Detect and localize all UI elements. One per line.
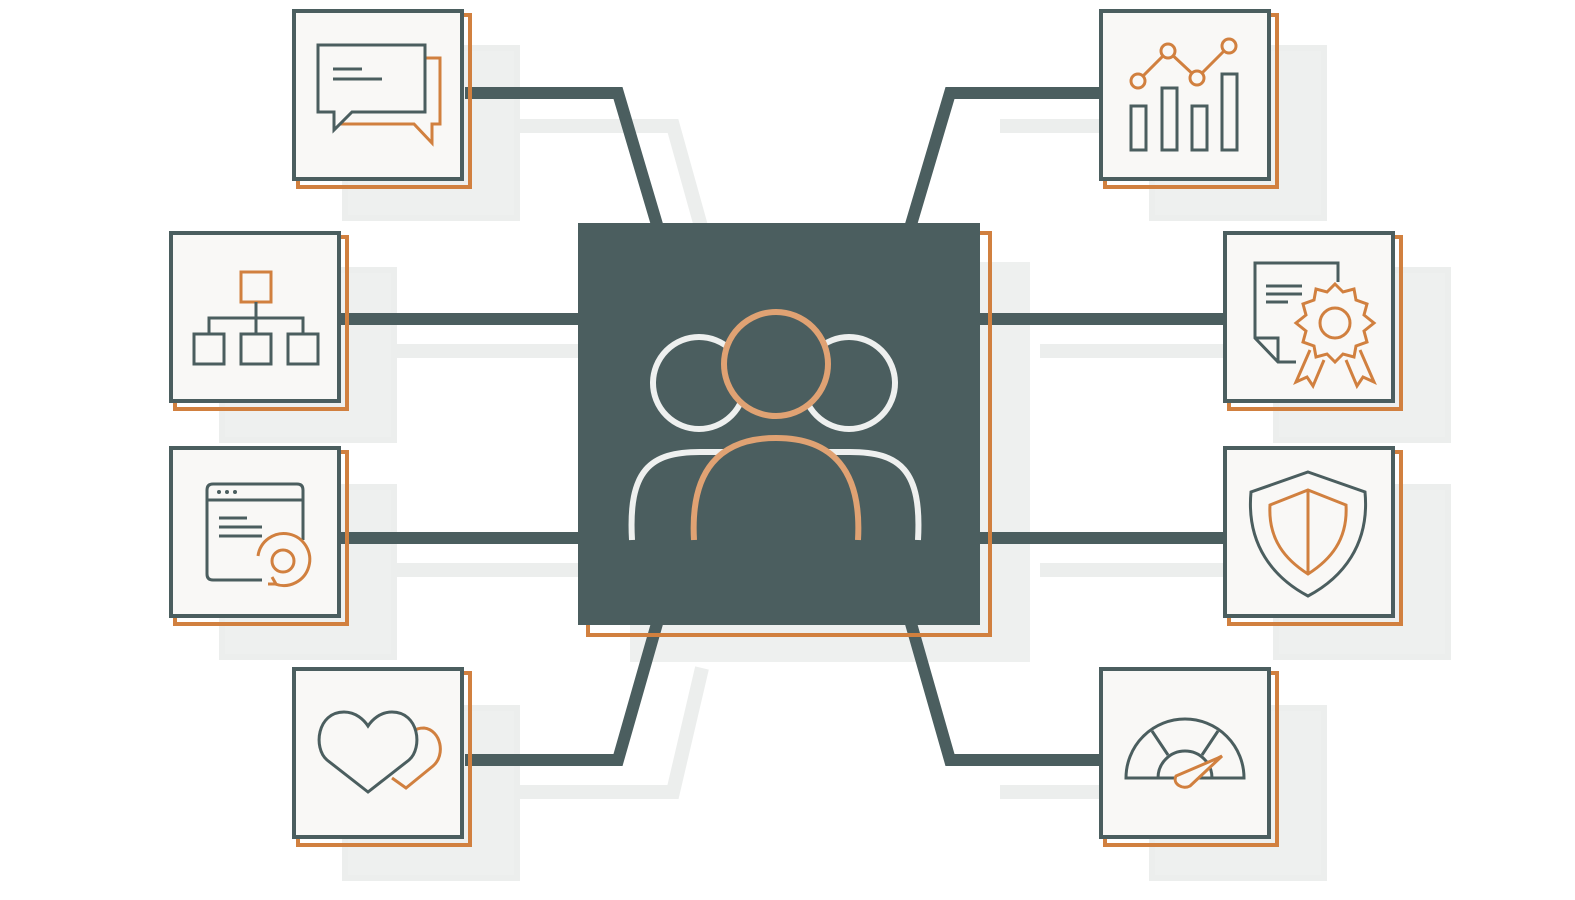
org-chart-icon xyxy=(192,270,320,366)
analytics-chart-icon xyxy=(1129,37,1239,152)
node-heart xyxy=(292,667,472,847)
connector-analytics xyxy=(904,87,1100,230)
node-chat xyxy=(292,9,472,189)
node-org xyxy=(169,231,349,411)
hearts-icon xyxy=(317,710,442,794)
speed-gauge-icon xyxy=(1124,717,1246,789)
chat-bubbles-icon xyxy=(316,43,442,147)
web-settings-icon xyxy=(205,482,312,588)
node-web xyxy=(169,446,349,626)
node-gauge xyxy=(1099,667,1279,847)
shield-icon xyxy=(1248,470,1368,598)
certificate-badge-icon xyxy=(1253,261,1377,390)
people-group-icon xyxy=(628,309,922,541)
center-hub-box xyxy=(578,223,980,625)
node-shield xyxy=(1223,446,1403,626)
node-analytics xyxy=(1099,9,1279,189)
connectors xyxy=(340,87,1225,766)
center-hub xyxy=(578,223,992,637)
connector-heart xyxy=(465,618,664,766)
connector-chat xyxy=(465,87,664,230)
node-certificate xyxy=(1223,231,1403,411)
connector-gauge xyxy=(904,618,1100,766)
